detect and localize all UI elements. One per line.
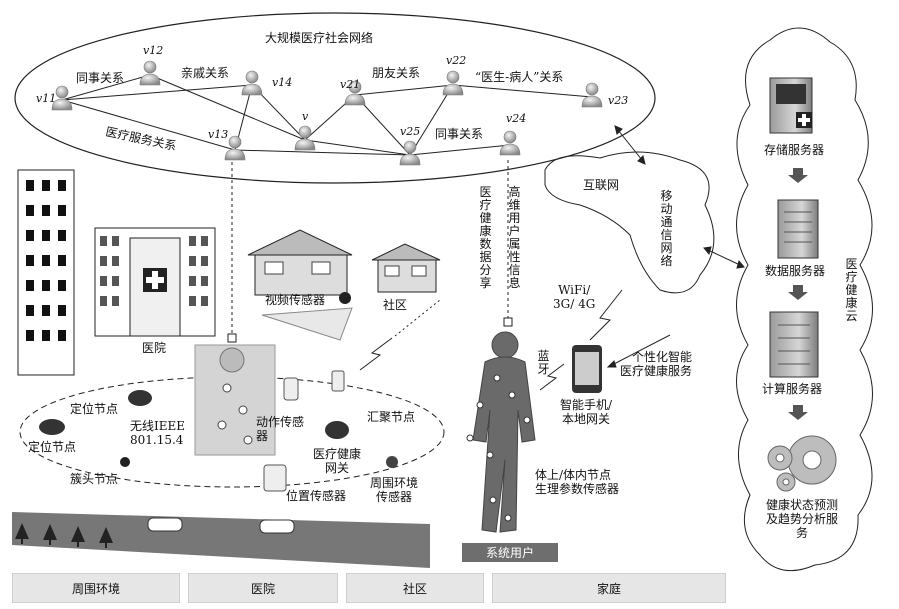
social-network-title: 大规模医疗社会网络 [265,31,374,45]
node-label-v11: v11 [36,92,57,105]
personalized-service-label: 个性化智能 医疗健康服务 [620,350,693,378]
road [12,512,430,568]
node-label-v23: v23 [608,94,629,107]
node-label-v14: v14 [272,76,293,89]
user-attributes-label: 高维用户属性信息 [508,185,521,290]
sink-node-label: 汇聚节点 [367,410,416,424]
data-sharing-label: 医疗健康数据分享 [479,185,492,290]
analytics-service-label: 健康状态预测及趋势分析服务 [765,498,838,540]
cluster-head-label: 簇头节点 [70,472,119,486]
arrow-down-3 [788,405,808,420]
locator-node-label-1: 定位节点 [70,402,119,416]
sink-node-icon [331,370,345,392]
relation-friends: 朋友关系 [372,66,421,80]
hospital-building-icon [94,227,216,337]
data-server-label: 数据服务器 [765,264,826,278]
data-server-icon [777,199,819,259]
node-label-v25: v25 [400,125,421,138]
video-sensor-label: 视频传感器 [265,293,326,307]
footer-home: 家庭 [492,573,726,603]
compute-server-label: 计算服务器 [762,382,823,396]
internet-label: 互联网 [583,178,620,192]
car-1 [147,517,183,532]
node-label-v13: v13 [208,128,229,141]
gateway-label: 医疗健康 网关 [313,447,362,475]
node-label-v: v [302,110,309,123]
system-user-figure [472,331,536,533]
bluetooth-lightning [539,363,565,391]
gateway-icon [325,421,349,439]
locator-node-top [128,390,152,406]
locator-node-label-2: 定位节点 [28,440,77,454]
compute-server-icon [769,311,819,378]
gears-icon [767,435,837,492]
footer-env: 周围环境 [12,573,180,603]
person-v24 [499,130,521,156]
sensor-dots [217,383,253,445]
body-nodes-label: 体上/体内节点 生理参数传感器 [535,468,620,496]
relation-colleague-left: 同事关系 [76,71,125,85]
env-sensor-icon [386,456,398,468]
storage-server-icon [769,77,813,134]
mobile-network-label: 移动通信网络 [660,189,673,268]
node-label-v22: v22 [446,54,467,67]
footer-community: 社区 [346,573,484,603]
community-houses-icon [247,229,441,296]
person-v22 [442,70,464,96]
smartphone-icon [572,345,602,393]
link-arrows [606,125,745,368]
person-v [294,125,316,151]
bluetooth-label: 蓝牙 [537,349,550,376]
community-lightning [359,337,393,371]
position-sensor-label: 位置传感器 [286,489,347,503]
body-sensor-dots [466,374,531,522]
relation-doctor-patient: “医生-病人”关系 [475,70,564,84]
storage-server-label: 存储服务器 [764,143,825,157]
locator-node-left [39,419,65,435]
tall-building-icon [17,169,75,376]
system-user-label: 系统用户 [462,543,558,562]
health-cloud-shape [736,27,873,572]
relation-colleague-right: 同事关系 [435,127,484,141]
community-label: 社区 [383,298,408,312]
camera-view-cone [261,307,353,341]
motion-sensor-icon [283,377,299,401]
social-network-ellipse [14,12,656,184]
env-sensor-label: 周围环境 传感器 [370,476,419,504]
internet-cloud-shape [544,151,715,294]
person-v25 [399,140,421,166]
wifi-label: WiFi/ 3G/ 4G [553,283,596,311]
health-cloud-label: 医疗健康云 [845,257,858,323]
node-label-v21: v21 [340,78,361,91]
position-sensor-icon [263,464,287,492]
wireless-protocol-label: 无线IEEE 801.15.4 [130,419,186,447]
wifi-lightning [589,289,623,341]
cluster-head-node [120,457,130,467]
person-v23 [581,82,603,108]
hospital-label: 医院 [142,341,167,355]
smartphone-label: 智能手机/ 本地网关 [560,398,613,426]
relation-relatives: 亲戚关系 [181,66,230,80]
motion-sensor-label: 动作传感器 [256,415,305,443]
footer-hospital: 医院 [188,573,338,603]
node-label-v24: v24 [506,112,527,125]
video-camera-icon [339,292,351,304]
person-v12 [139,60,161,86]
arrow-down-1 [788,168,808,183]
car-2 [259,519,295,534]
person-v14 [241,70,263,96]
arrow-down-2 [788,285,808,300]
node-label-v12: v12 [143,44,164,57]
